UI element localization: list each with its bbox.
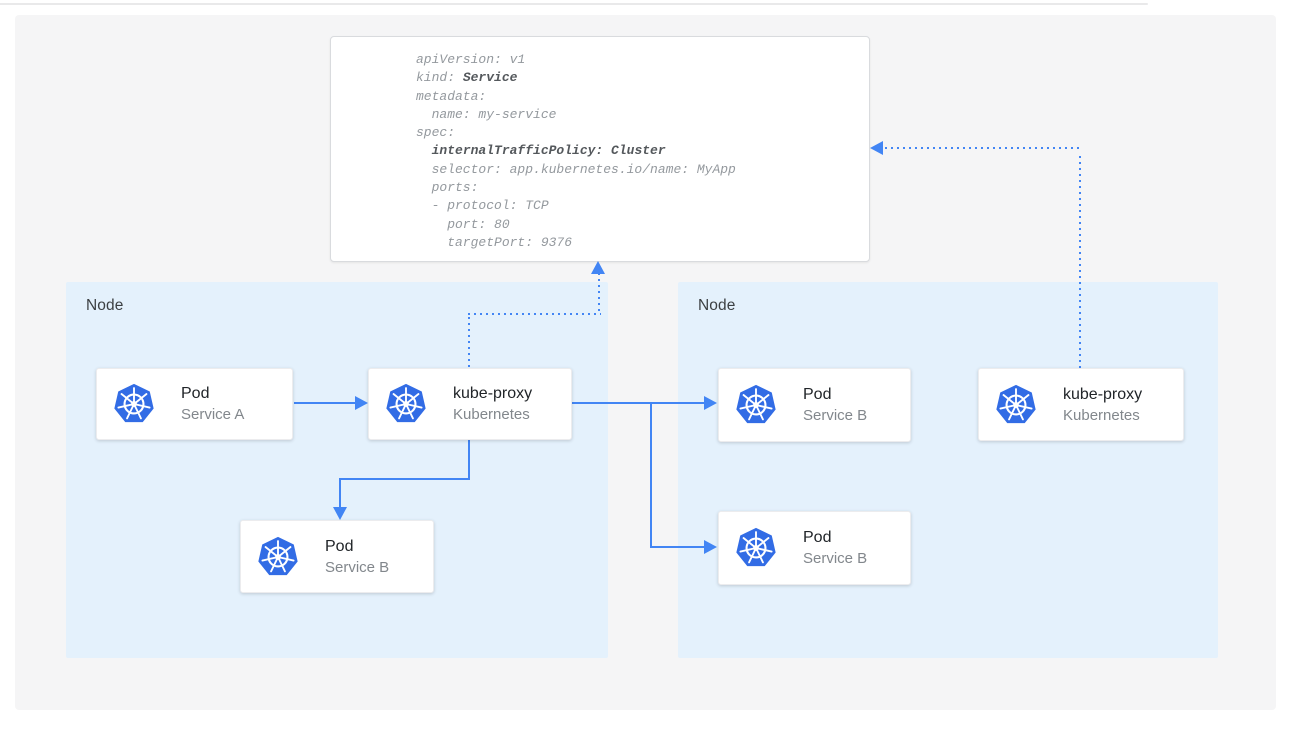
connector-branch-to-remote-pod2	[650, 546, 706, 548]
dotted-ref-left-riser	[598, 273, 600, 315]
connector-branch-vertical	[650, 403, 652, 547]
kubernetes-icon	[257, 536, 299, 578]
kubernetes-icon	[995, 384, 1037, 426]
connector-kubeproxy-to-remote-pod	[572, 402, 706, 404]
card-title: Pod	[181, 385, 210, 402]
card-pod-service-b-right-bottom: Pod Service B	[718, 511, 911, 585]
card-subtitle: Service A	[181, 406, 245, 423]
kubernetes-icon	[735, 384, 777, 426]
card-title: Pod	[803, 386, 832, 403]
arrowhead-left-icon	[870, 141, 883, 155]
card-pod-service-b-left: Pod Service B	[240, 520, 434, 593]
node-box-right: Node	[678, 282, 1218, 658]
top-divider	[0, 3, 1148, 5]
connector-kubeproxy-left	[339, 478, 470, 480]
card-pod-service-b-right-top: Pod Service B	[718, 368, 911, 442]
connector-podA-to-kubeproxy	[294, 402, 357, 404]
card-kube-proxy-left: kube-proxy Kubernetes	[368, 368, 572, 440]
connector-kubeproxy-down	[468, 440, 470, 480]
card-subtitle: Service B	[803, 550, 868, 567]
card-subtitle: Kubernetes	[453, 406, 530, 423]
arrowhead-right-icon	[704, 396, 717, 410]
dotted-ref-right-horizontal	[885, 147, 1081, 149]
card-subtitle: Service B	[325, 558, 390, 576]
dotted-ref-right-vertical	[1079, 156, 1081, 368]
arrowhead-right-icon	[355, 396, 368, 410]
node-label: Node	[698, 297, 736, 314]
card-subtitle: Service B	[803, 407, 868, 424]
dotted-ref-left-horizontal	[468, 313, 601, 315]
arrowhead-up-icon	[591, 261, 605, 274]
card-kube-proxy-right: kube-proxy Kubernetes	[978, 368, 1184, 441]
node-box-left: Node	[66, 282, 608, 658]
dotted-ref-left-vertical	[468, 317, 470, 368]
node-label: Node	[86, 297, 124, 314]
card-title: Pod	[803, 529, 832, 546]
card-subtitle: Kubernetes	[1063, 406, 1140, 424]
kubernetes-icon	[113, 383, 155, 425]
kubernetes-icon	[385, 383, 427, 425]
arrowhead-right-icon	[704, 540, 717, 554]
connector-to-local-podB	[339, 478, 341, 509]
card-title: kube-proxy	[453, 385, 533, 402]
arrowhead-down-icon	[333, 507, 347, 520]
card-title: Pod	[325, 537, 354, 555]
card-pod-service-a: Pod Service A	[96, 368, 293, 440]
card-title: kube-proxy	[1063, 385, 1143, 403]
kubernetes-icon	[735, 527, 777, 569]
